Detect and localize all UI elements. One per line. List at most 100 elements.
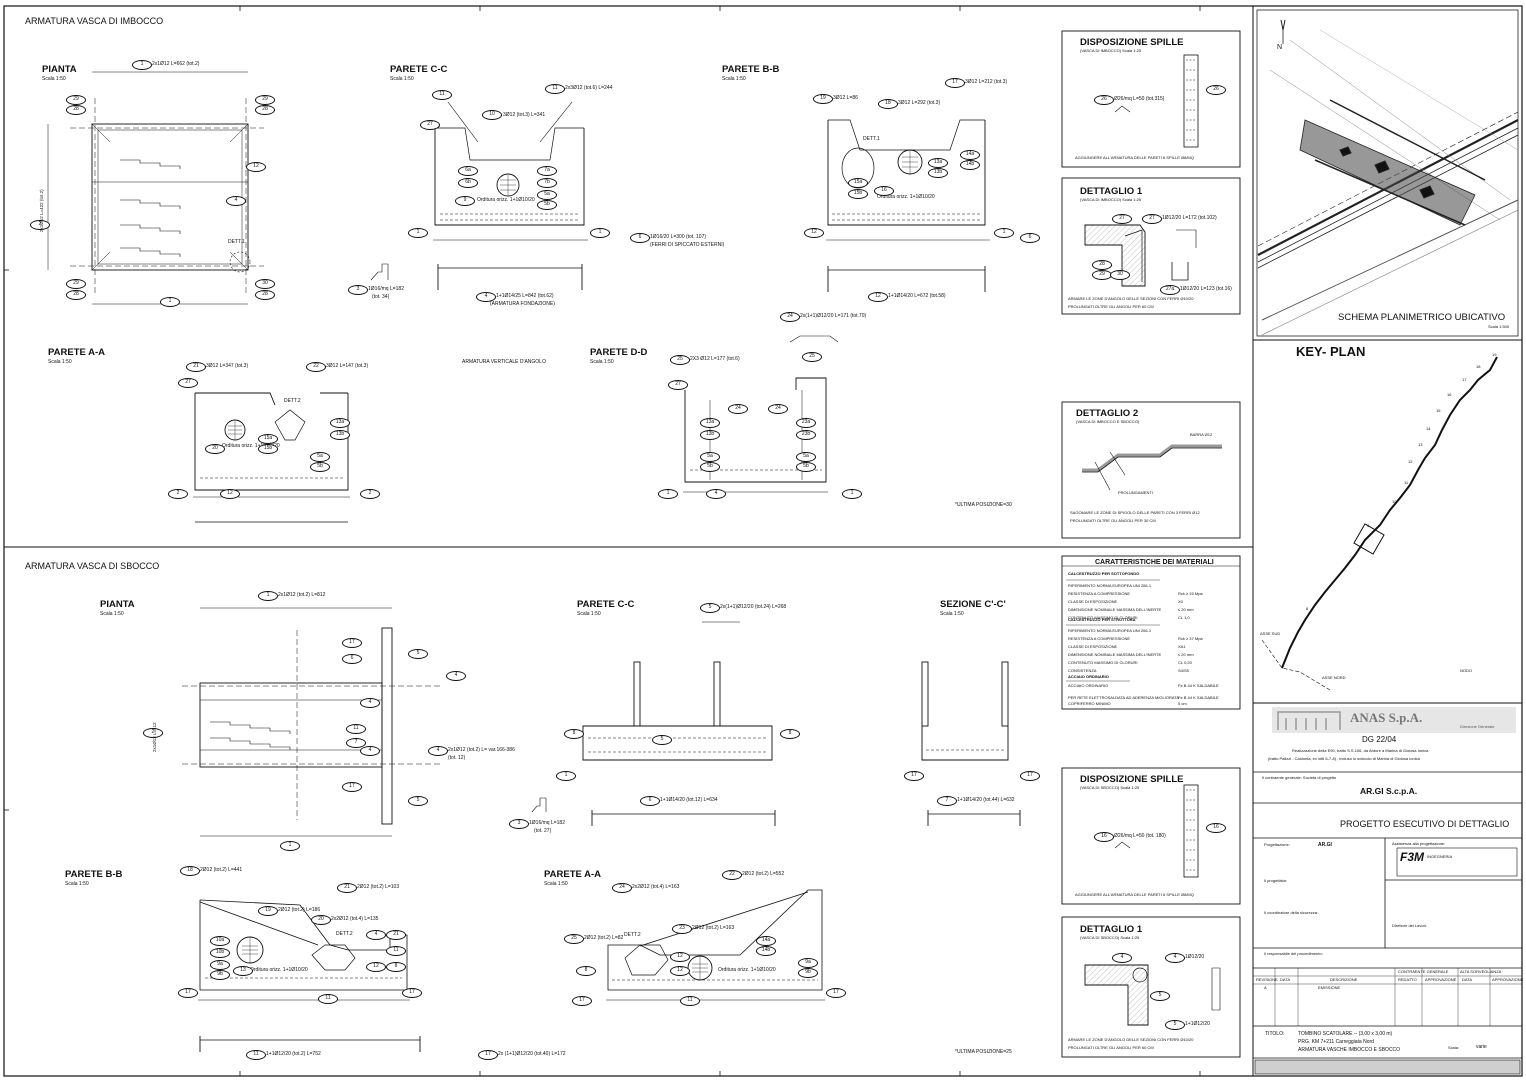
bottom-cc-bar3-tot: (tot. 27) xyxy=(534,828,552,834)
bar-label: 16 xyxy=(874,186,894,196)
materials-title: CARATTERISTICHE DEI MATERIALI xyxy=(1095,559,1214,566)
project-code: DG 22/04 xyxy=(1362,735,1397,744)
bar-label: 13 xyxy=(233,966,253,976)
material-value: S4/S5 xyxy=(1178,668,1189,673)
bar-label: 8 xyxy=(386,962,406,972)
bar-label: 2 xyxy=(360,489,380,499)
bottom-sezione-bar7: 1+1Ø14/20 (tot.44) L=632 xyxy=(957,797,1015,803)
dett1-note2: PROLUNGATI OLTRE GLI ANGOLI PER 60 CM xyxy=(1068,304,1154,309)
bottom-bb-bar20: 2x2Ø12 (tot.4) L=135 xyxy=(331,916,379,922)
north-arrow-icon: N xyxy=(1277,44,1283,51)
kp-number: 13 xyxy=(1418,442,1423,447)
project-desc1: Realizzazione della E90, tratto S.S.106,… xyxy=(1292,748,1429,753)
bar-label: 17 xyxy=(178,988,198,998)
bar-label: 5a xyxy=(796,452,816,462)
bar-label: 5 xyxy=(1165,1020,1185,1030)
bar-label: 17 xyxy=(826,988,846,998)
bottom-parete-aa-drawing xyxy=(606,889,825,1001)
top-dd-title: PARETE D-D xyxy=(590,347,648,358)
bar-label: 10 xyxy=(482,110,502,120)
rev-group: ALTA SORVEGLIANZA xyxy=(1460,969,1502,974)
bottom-aa-bar17: 2x (1+1)Ø12/20 (tot.40) L=172 xyxy=(498,1051,566,1057)
bar-label: 5 xyxy=(652,735,672,745)
material-row: RESISTENZA A COMPRESSIONE xyxy=(1068,636,1131,641)
materials-cls1: CALCESTRUZZO PER SOTTOFONDO xyxy=(1068,571,1140,576)
bar-label: 25 xyxy=(564,934,584,944)
rev-header: REDATTO xyxy=(1398,977,1417,982)
bar-label: 10b xyxy=(210,948,230,958)
bar-label: 30 xyxy=(1110,270,1130,280)
keyplan-asse-nord: ASSE NORD xyxy=(1322,675,1346,680)
bar-label: 20 xyxy=(311,915,331,925)
anas-sub: Direzione Generale xyxy=(1460,724,1495,729)
top-parete-cc-drawing xyxy=(370,101,588,290)
spille2-sub: (VASCA DI SBOCCO) Scala 1:25 xyxy=(1080,785,1140,790)
project-phase: PROGETTO ESECUTIVO DI DETTAGLIO xyxy=(1340,819,1510,829)
bar-label: 25 xyxy=(802,352,822,362)
top-cc-bar6: 1Ø16/20 L=300 (tot. 107) xyxy=(650,234,707,240)
top-aa-bar21: 3Ø12 L=347 (tot.3) xyxy=(206,363,249,369)
top-cc-title: PARETE C-C xyxy=(390,64,448,75)
top-bb-bar19: 3Ø12 L=86 xyxy=(833,95,858,101)
progettazione-value: AR.GI xyxy=(1318,842,1332,848)
bar-label: 12 xyxy=(868,292,888,302)
top-bb-bar12: 1+1Ø14/20 L=672 (tot.58) xyxy=(888,293,946,299)
bar-label: 29 xyxy=(66,279,86,289)
bar-label: 22 xyxy=(722,870,742,880)
bottom-bb-title: PARETE B-B xyxy=(65,869,123,880)
bar-label: 14b xyxy=(756,946,776,956)
top-pianta-title: PIANTA xyxy=(42,64,77,75)
bar-label: 27 xyxy=(420,120,440,130)
titolo-line3: ARMATURA VASCHE IMBOCCO E SBOCCO xyxy=(1298,1047,1401,1053)
rev-header: DESCRIZIONE xyxy=(1330,977,1358,982)
bar-label: 28 xyxy=(66,105,86,115)
top-bb-bar17: 3Ø12 L=212 (tot.3) xyxy=(965,79,1008,85)
contraente-label: Il contraente generale: Società di proge… xyxy=(1262,775,1337,780)
bar-label: 13b xyxy=(700,430,720,440)
bar-label: 2 xyxy=(30,220,50,230)
material-row: DIMENSIONE NOMINALE MASSIMA DELL'INERTE xyxy=(1068,652,1162,657)
bar-label: 29 xyxy=(1092,270,1112,280)
bottom-bb-dett: DETT.2 xyxy=(336,931,353,937)
rev-cell: A xyxy=(1264,985,1267,990)
bar-label: 7a xyxy=(537,166,557,176)
material-value: X0 xyxy=(1178,599,1183,604)
bar-label: 18 xyxy=(878,99,898,109)
bar-label: 5 xyxy=(700,603,720,613)
dett2-note1: SAGOMARE LE ZONE DI SPIGOLO DELLE PARETI… xyxy=(1070,510,1200,515)
bar-label: 6b xyxy=(458,178,478,188)
bottom-aa-title: PARETE A-A xyxy=(544,869,601,880)
bar-label: 19 xyxy=(258,906,278,916)
bar-label: 11 xyxy=(318,994,338,1004)
bar-label: 3 xyxy=(348,285,368,295)
bottom-pianta-title: PIANTA xyxy=(100,599,135,610)
top-cc-bar3-tot: (tot. 34) xyxy=(372,294,390,300)
bar-label: 18 xyxy=(180,866,200,876)
materials-cls2: CALCESTRUZZO PER STRUTTURA xyxy=(1068,617,1136,622)
bottom-section-title: ARMATURA VASCA DI SBOCCO xyxy=(25,561,160,571)
bar-label: 15a xyxy=(848,178,868,188)
bar-label: 9a xyxy=(798,958,818,968)
bar-label: 1 xyxy=(408,228,428,238)
top-cc-bar11: 2x3Ø12 (tot.6) L=244 xyxy=(565,85,613,91)
keyplan-asse-sud: ASSE SUD xyxy=(1260,631,1281,636)
bar-label: 1 xyxy=(160,297,180,307)
bar-label: 27 xyxy=(1142,214,1162,224)
material-value: XA1 xyxy=(1178,644,1186,649)
bar-label: 30 xyxy=(255,279,275,289)
kp-number: 8 xyxy=(1306,606,1309,611)
top-bb-dett: DETT.1 xyxy=(863,136,880,142)
bar-label: 12 xyxy=(366,962,386,972)
bar-label: 4 xyxy=(476,292,496,302)
rev-header: APPROVAZIONE xyxy=(1492,977,1524,982)
top-pianta-scale: Scala 1:50 xyxy=(42,76,66,82)
bar-label: 17 xyxy=(342,782,362,792)
bar-label: 27 xyxy=(178,378,198,388)
bar-label: 5b xyxy=(796,462,816,472)
bar-label: 29 xyxy=(255,95,275,105)
bar-label: 9b xyxy=(210,970,230,980)
spille-drawings xyxy=(1114,54,1199,878)
bar-label: 27 xyxy=(1112,214,1132,224)
